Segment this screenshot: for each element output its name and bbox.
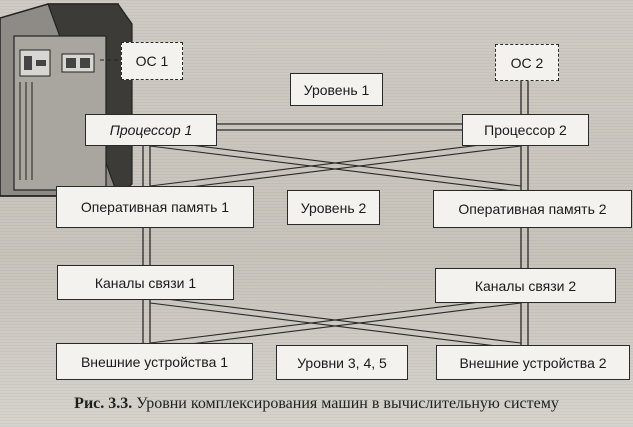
level1-label: Уровень 1 [303, 81, 370, 98]
os1-label: ОС 1 [135, 53, 169, 69]
figure-caption: Рис. 3.3. Уровни комплексирования машин … [0, 395, 633, 413]
external-devices1-label: Внешние устройства 1 [80, 353, 229, 370]
external-devices1-box: Внешние устройства 1 [56, 343, 253, 380]
processor1-label: Процессор 1 [109, 122, 193, 138]
caption-text: Уровни комплексирования машин в вычислит… [136, 395, 559, 412]
external-devices2-label: Внешние устройства 2 [459, 354, 607, 371]
level2-label: Уровень 2 [300, 199, 367, 216]
ram2-box: Оперативная память 2 [433, 190, 632, 228]
channels2-label: Каналы связи 2 [474, 277, 577, 294]
levels345-box: Уровни 3, 4, 5 [276, 345, 408, 380]
levels345-label: Уровни 3, 4, 5 [297, 354, 387, 371]
processor1-box: Процессор 1 [85, 114, 217, 146]
os2-label: ОС 2 [510, 54, 544, 71]
os2-box: ОС 2 [495, 44, 559, 81]
channels1-box: Каналы связи 1 [57, 265, 234, 300]
ram1-label: Оперативная память 1 [80, 199, 230, 215]
processor2-label: Процессор 2 [484, 122, 567, 138]
os1-box: ОС 1 [121, 42, 183, 80]
level2-box: Уровень 2 [287, 190, 380, 225]
computer-icon [0, 3, 133, 198]
channels2-box: Каналы связи 2 [435, 268, 616, 303]
external-devices2-box: Внешние устройства 2 [436, 345, 630, 380]
caption-number: Рис. 3.3. [74, 395, 133, 412]
channels1-label: Каналы связи 1 [94, 274, 197, 291]
ram1-box: Оперативная память 1 [56, 186, 254, 228]
processor2-box: Процессор 2 [462, 114, 589, 146]
level1-box: Уровень 1 [290, 73, 383, 106]
ram2-label: Оперативная память 2 [458, 201, 607, 217]
